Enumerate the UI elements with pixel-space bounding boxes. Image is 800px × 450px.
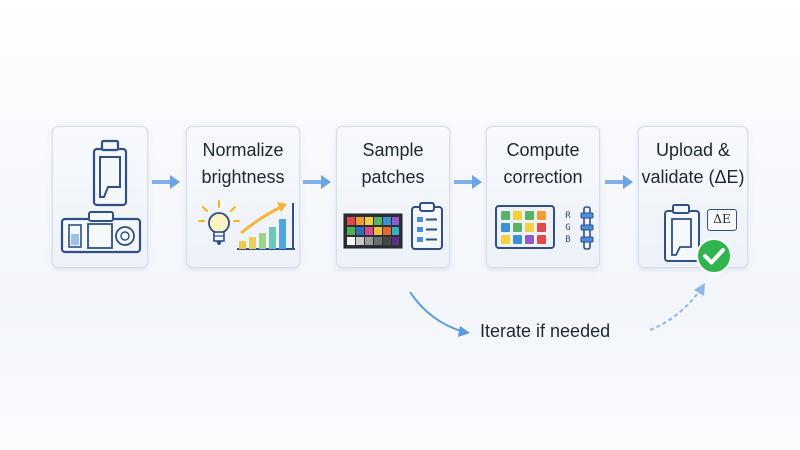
device-profile-icon [664, 204, 700, 262]
camera-icon [60, 211, 142, 254]
step-sample-patches: Sample patches [336, 126, 450, 268]
channel-label-r: R [565, 211, 571, 221]
step-upload-validate: Upload & validate (ΔE) ΔE [638, 126, 748, 274]
adjustment-sliders-icon [580, 206, 594, 250]
lightbulb-icon [198, 200, 240, 245]
delta-e-badge: ΔE [707, 209, 737, 231]
flow-arrow [605, 175, 633, 189]
iterate-loop-connector [409, 283, 705, 337]
iterate-label: Iterate if needed [480, 321, 611, 341]
channel-label-b: B [565, 235, 571, 245]
flow-arrow [454, 175, 482, 189]
step-title: Upload & validate (ΔE) [641, 140, 745, 187]
step-compute-correction: Compute correction R G B [486, 126, 600, 268]
flow-arrow [303, 175, 331, 189]
step-normalize-brightness: Normalize brightness [186, 126, 300, 268]
step-title: Compute correction [503, 140, 583, 187]
step-capture [52, 126, 148, 268]
color-profile-card-icon [92, 139, 128, 207]
rgb-channel-labels: R G B [563, 210, 573, 246]
color-grid-icon [495, 205, 555, 249]
channel-label-g: G [565, 223, 571, 233]
flow-arrow [152, 175, 180, 189]
delta-e-label: ΔE [713, 212, 731, 226]
check-circle-icon [696, 238, 732, 274]
clipboard-checklist-icon [411, 202, 443, 250]
brightness-bar-chart-icon [237, 202, 295, 250]
step-title: Normalize brightness [201, 140, 285, 187]
color-checker-icon [343, 213, 403, 249]
step-title: Sample patches [361, 140, 425, 187]
